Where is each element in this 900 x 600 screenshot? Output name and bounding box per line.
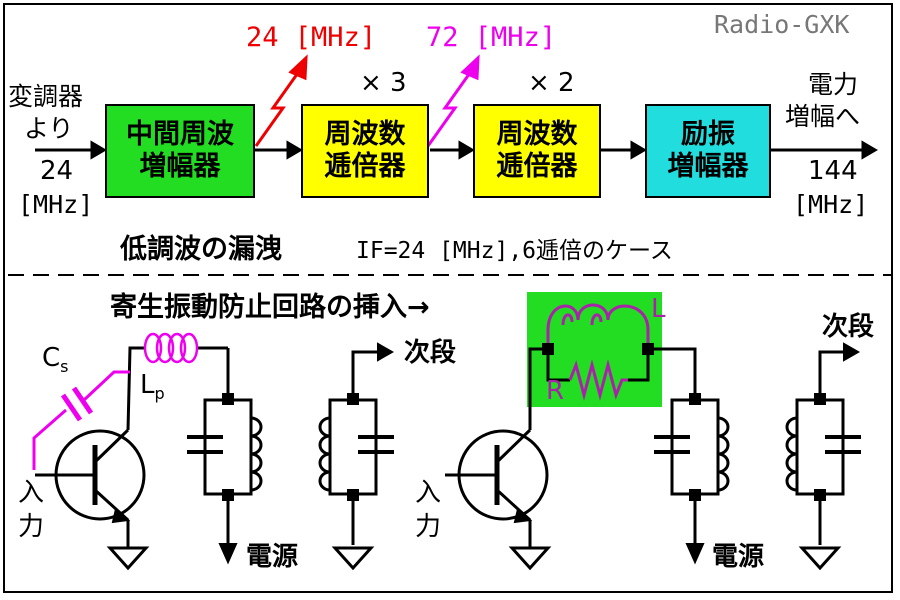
lp-sub: p bbox=[154, 384, 165, 404]
brand-label: Radio-GXK bbox=[714, 10, 850, 39]
left-circuit-fills bbox=[111, 342, 395, 565]
right-circuit bbox=[445, 347, 861, 571]
multiplier-x2-block: 周波数 逓倍器 bbox=[473, 104, 601, 198]
if-amplifier-block: 中間周波 増幅器 bbox=[105, 104, 255, 198]
freq-red-label: 24 [MHz] bbox=[246, 22, 377, 53]
signal-arrows bbox=[35, 140, 878, 160]
input-freq-2: [MHz] bbox=[18, 190, 94, 219]
left-circuit bbox=[35, 346, 394, 571]
block-line1: 励振 bbox=[681, 118, 735, 150]
input-label-2: より bbox=[24, 114, 74, 143]
block-line2: 増幅器 bbox=[667, 151, 749, 182]
output-freq-1: 144 bbox=[808, 156, 858, 186]
input-left-2: 力 bbox=[18, 512, 45, 542]
caption-sub: IF=24 [MHz],6逓倍のケース bbox=[356, 238, 673, 264]
lp-label: Lp bbox=[140, 372, 165, 402]
l-label: L bbox=[651, 294, 666, 324]
output-freq-2: [MHz] bbox=[793, 190, 869, 219]
l-coil bbox=[546, 303, 650, 349]
input-label-1: 変調器 bbox=[8, 82, 84, 111]
next-stage-right: 次段 bbox=[822, 312, 875, 342]
next-stage-left: 次段 bbox=[404, 338, 457, 368]
input-right-1: 入 bbox=[415, 478, 442, 508]
output-label-2: 増幅へ bbox=[785, 102, 861, 131]
right-circuit-fills bbox=[513, 342, 861, 565]
input-right-2: 力 bbox=[415, 512, 442, 542]
magenta-leak-arrow bbox=[426, 54, 480, 147]
cs-sub: s bbox=[60, 357, 69, 377]
block-line1: 周波数 bbox=[496, 118, 578, 150]
input-left-1: 入 bbox=[18, 478, 45, 508]
power-left: 電源 bbox=[246, 542, 299, 572]
block-line2: 逓倍器 bbox=[324, 151, 406, 182]
mult2-label: × 2 bbox=[528, 68, 575, 98]
power-right: 電源 bbox=[712, 542, 765, 572]
mult3-label: × 3 bbox=[360, 68, 407, 98]
lp-coil bbox=[143, 332, 199, 364]
lp-main: L bbox=[140, 370, 155, 400]
driver-amplifier-block: 励振 増幅器 bbox=[645, 104, 771, 198]
block-line2: 増幅器 bbox=[139, 151, 221, 182]
outer-frame bbox=[3, 3, 893, 593]
cs-main: C bbox=[42, 343, 61, 373]
block-line2: 逓倍器 bbox=[496, 151, 578, 182]
block-line1: 周波数 bbox=[324, 118, 406, 150]
insert-label: 寄生振動防止回路の挿入→ bbox=[110, 292, 430, 323]
cs-label: Cs bbox=[42, 345, 69, 375]
output-label-1: 電力 bbox=[808, 70, 859, 99]
r-label: R bbox=[546, 376, 565, 406]
block-line1: 中間周波 bbox=[126, 118, 234, 150]
multiplier-x3-block: 周波数 逓倍器 bbox=[301, 104, 429, 198]
freq-magenta-label: 72 [MHz] bbox=[426, 22, 557, 53]
input-freq-1: 24 bbox=[40, 156, 74, 186]
caption-main: 低調波の漏洩 bbox=[120, 234, 282, 265]
red-leak-arrow bbox=[254, 54, 308, 147]
r-resistor bbox=[568, 359, 628, 401]
cs-capacitor bbox=[32, 370, 130, 470]
